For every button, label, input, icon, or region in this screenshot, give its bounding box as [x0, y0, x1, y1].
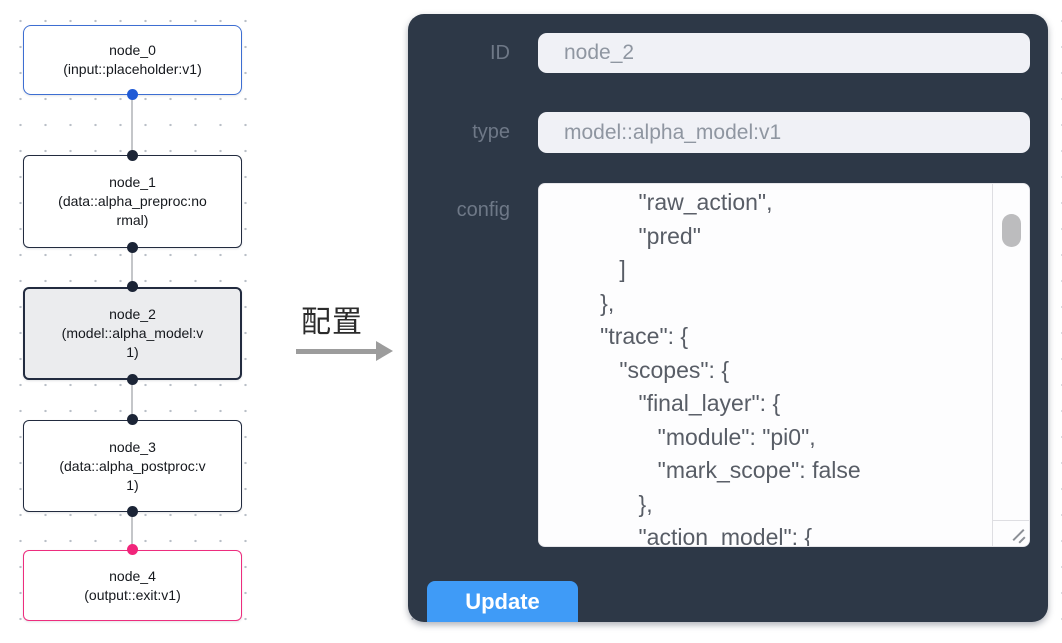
id-field-label: ID [490, 42, 510, 64]
node-type-label: (model::alpha_model:v1) [61, 325, 204, 360]
node-id-label: node_1 [109, 174, 156, 190]
port-node0-out[interactable] [127, 89, 138, 100]
edge-node3-node4 [131, 512, 133, 550]
id-input[interactable] [538, 33, 1030, 73]
port-node3-in[interactable] [127, 414, 138, 425]
config-textarea[interactable]: "raw_action", "pred" ] }, "trace": { "sc… [538, 183, 1030, 547]
port-node2-in[interactable] [127, 281, 138, 292]
configure-caption: 配置 [301, 306, 363, 339]
node-type-label: (input::placeholder:v1) [63, 61, 202, 77]
port-node2-out[interactable] [127, 374, 138, 385]
node-type-label: (data::alpha_postproc:v1) [59, 457, 206, 493]
config-resize-corner[interactable] [992, 520, 1029, 546]
graph-node-node_1[interactable]: node_1 (data::alpha_preproc:normal) [23, 155, 242, 248]
port-node1-out[interactable] [127, 242, 138, 253]
config-scrollbar-track[interactable] [992, 184, 1029, 546]
port-node1-in[interactable] [127, 150, 138, 161]
type-field-label: type [472, 121, 510, 143]
config-field-label: config [456, 199, 510, 221]
graph-node-node_3[interactable]: node_3 (data::alpha_postproc:v1) [23, 420, 242, 512]
graph-node-node_0[interactable]: node_0 (input::placeholder:v1) [23, 25, 242, 95]
node-id-label: node_4 [109, 567, 156, 584]
node-id-label: node_2 [109, 306, 156, 322]
resize-grip-icon [1018, 536, 1026, 544]
node-id-label: node_3 [109, 438, 156, 455]
update-button[interactable]: Update [427, 581, 578, 622]
config-json-text[interactable]: "raw_action", "pred" ] }, "trace": { "sc… [600, 189, 861, 546]
edge-node2-node3 [131, 380, 133, 420]
type-input[interactable] [538, 112, 1030, 153]
node-config-panel: ID type config "raw_action", "pred" ] },… [408, 14, 1048, 622]
node-id-label: node_0 [109, 42, 156, 58]
graph-node-node_4[interactable]: node_4 (output::exit:v1) [23, 550, 242, 621]
right-arrow-head-icon [376, 341, 393, 361]
node-type-label: (data::alpha_preproc:normal) [58, 193, 207, 228]
graph-node-node_2-selected[interactable]: node_2 (model::alpha_model:v1) [23, 287, 242, 380]
edge-node0-node1 [131, 95, 133, 155]
config-scrollbar-thumb[interactable] [1002, 214, 1021, 247]
edge-node1-node2 [131, 248, 133, 287]
port-node4-in[interactable] [127, 544, 138, 555]
right-arrow [296, 349, 377, 354]
port-node3-out[interactable] [127, 506, 138, 517]
node-type-label: (output::exit:v1) [84, 586, 181, 603]
